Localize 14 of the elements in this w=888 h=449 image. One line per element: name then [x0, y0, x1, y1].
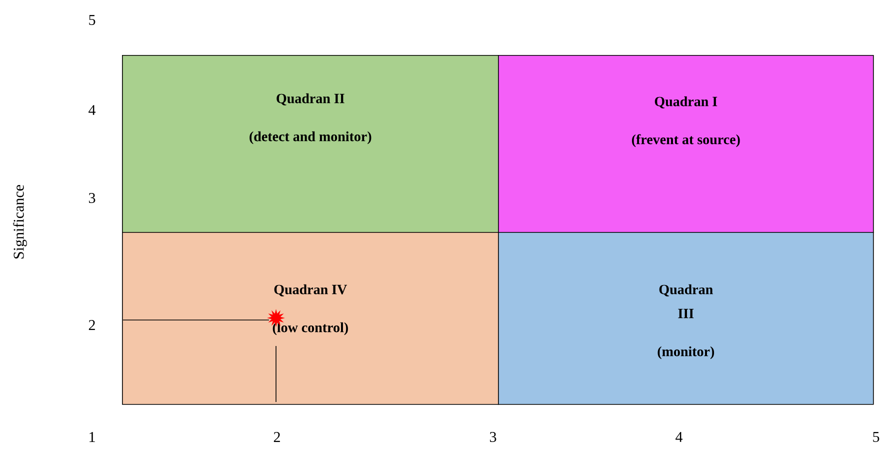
quadrant-box: Quadran II (detect and monitor): [122, 55, 499, 233]
axis-title: Significance: [13, 185, 27, 258]
tick-label: 5: [873, 432, 880, 442]
quadrant-box: Quadran III (monitor): [498, 232, 874, 405]
quadrant-box: Quadran IV (low control): [122, 232, 499, 405]
tick-label: 1: [90, 432, 95, 442]
tick-label: 4: [676, 432, 683, 442]
tick-label: 3: [88, 192, 96, 204]
tick-label: 2: [88, 320, 95, 330]
quadrant-box: Quadran I (frevent at source): [498, 55, 874, 233]
tick-label: 2: [274, 432, 280, 442]
tick-label: 4: [88, 105, 96, 115]
tick-label: 3: [490, 432, 496, 442]
tick-label: 5: [89, 15, 96, 25]
